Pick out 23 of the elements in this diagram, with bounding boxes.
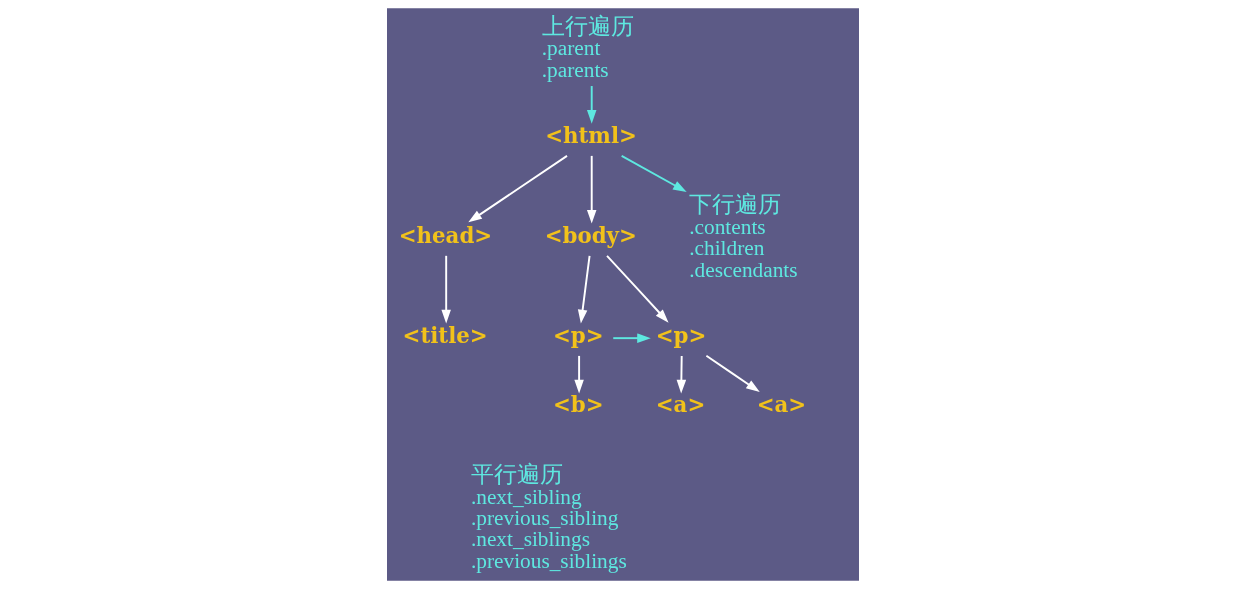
arrow xyxy=(577,254,591,324)
node-text: <head> xyxy=(398,222,492,248)
node-text: 上行遍历 .parent .parents xyxy=(541,11,634,82)
node-text: <p> xyxy=(655,322,706,348)
arrow xyxy=(467,154,568,223)
arrow xyxy=(704,354,760,392)
arrow xyxy=(440,254,451,324)
arrow xyxy=(620,154,687,192)
node-text: <html> xyxy=(544,122,637,148)
arrow xyxy=(586,85,596,124)
arrow xyxy=(573,354,584,394)
arrow xyxy=(676,354,686,394)
node-text: 平行遍历 .next_sibling .previous_sibling .next_siblings .previous_siblings xyxy=(470,459,627,573)
arrow xyxy=(611,333,651,343)
node-text: <p> xyxy=(552,322,604,348)
node-text: 下行遍历 .contents .children .descendants xyxy=(688,190,798,282)
arrow xyxy=(586,154,596,224)
node-text: <a> xyxy=(655,392,705,418)
arrow xyxy=(605,254,669,323)
node-text: <body> xyxy=(544,222,637,248)
node-text: <b> xyxy=(552,392,604,418)
node-text: <a> xyxy=(756,392,806,418)
node-text: <title> xyxy=(402,322,488,348)
